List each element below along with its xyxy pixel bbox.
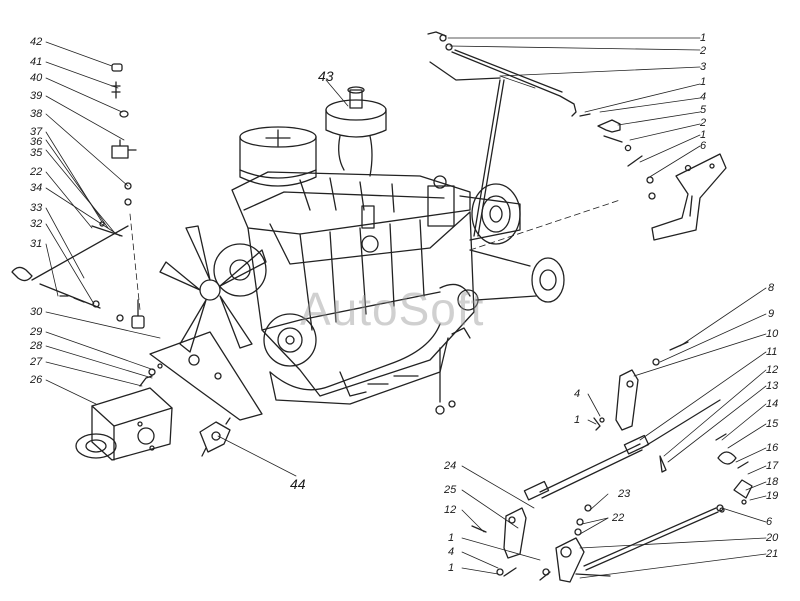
label-17: 17 bbox=[766, 460, 779, 472]
fuel-pump-part bbox=[75, 363, 173, 461]
label-40: 40 bbox=[30, 72, 43, 84]
label-4-upper: 4 bbox=[700, 91, 707, 103]
label-14: 14 bbox=[766, 398, 779, 410]
linkage-joint-part bbox=[199, 417, 231, 457]
label-1-lower: 1 bbox=[448, 532, 455, 544]
label-1-bottom: 1 bbox=[448, 562, 455, 574]
label-27: 27 bbox=[30, 356, 43, 368]
label-22-right: 22 bbox=[612, 512, 625, 524]
label-9: 9 bbox=[768, 308, 775, 320]
label-44: 44 bbox=[290, 476, 306, 492]
label-6-upper: 6 bbox=[700, 140, 707, 152]
front-plate bbox=[149, 331, 263, 421]
label-33: 33 bbox=[30, 202, 43, 214]
label-38: 38 bbox=[30, 108, 43, 120]
label-16: 16 bbox=[766, 442, 779, 454]
engine-assembly bbox=[159, 86, 565, 415]
label-32: 32 bbox=[30, 218, 43, 230]
label-21: 21 bbox=[766, 548, 779, 560]
watermark: AutoSoft bbox=[300, 283, 485, 335]
label-37: 37 bbox=[30, 126, 43, 138]
label-3: 3 bbox=[700, 61, 707, 73]
label-25: 25 bbox=[444, 484, 457, 496]
label-13: 13 bbox=[766, 380, 779, 392]
label-5: 5 bbox=[700, 104, 707, 116]
label-23: 23 bbox=[618, 488, 631, 500]
label-2-upper: 2 bbox=[700, 117, 707, 129]
label-42: 42 bbox=[30, 36, 43, 48]
label-4-lower: 4 bbox=[448, 546, 455, 558]
label-30: 30 bbox=[30, 306, 43, 318]
leader-lines bbox=[45, 37, 767, 579]
label-11: 11 bbox=[766, 346, 778, 358]
label-36: 36 bbox=[30, 136, 43, 148]
label-8: 8 bbox=[768, 282, 775, 294]
label-12-right: 12 bbox=[766, 364, 779, 376]
throttle-linkage-bottom bbox=[471, 341, 753, 583]
label-35: 35 bbox=[30, 147, 43, 159]
label-24: 24 bbox=[444, 460, 457, 472]
throttle-linkage-top bbox=[427, 31, 727, 241]
fan-blades bbox=[159, 225, 267, 353]
label-31: 31 bbox=[30, 238, 43, 250]
label-18: 18 bbox=[766, 476, 779, 488]
label-39: 39 bbox=[30, 90, 43, 102]
label-12-lower: 12 bbox=[444, 504, 457, 516]
label-4-lever: 4 bbox=[574, 388, 581, 400]
label-1-lever: 1 bbox=[574, 414, 581, 426]
label-2-top: 2 bbox=[700, 45, 707, 57]
label-1-mid: 1 bbox=[700, 129, 707, 141]
label-15: 15 bbox=[766, 418, 779, 430]
label-26: 26 bbox=[30, 374, 43, 386]
label-6-lower: 6 bbox=[766, 516, 773, 528]
label-34: 34 bbox=[30, 182, 43, 194]
label-28: 28 bbox=[30, 340, 43, 352]
label-43: 43 bbox=[318, 68, 334, 84]
label-41: 41 bbox=[30, 56, 43, 68]
label-1-top: 1 bbox=[700, 32, 707, 44]
label-10: 10 bbox=[766, 328, 779, 340]
label-20: 20 bbox=[766, 532, 779, 544]
label-29: 29 bbox=[30, 326, 43, 338]
label-19: 19 bbox=[766, 490, 779, 502]
label-1-upper: 1 bbox=[700, 76, 707, 88]
label-22-left: 22 bbox=[30, 166, 43, 178]
left-parts-column bbox=[11, 63, 145, 329]
